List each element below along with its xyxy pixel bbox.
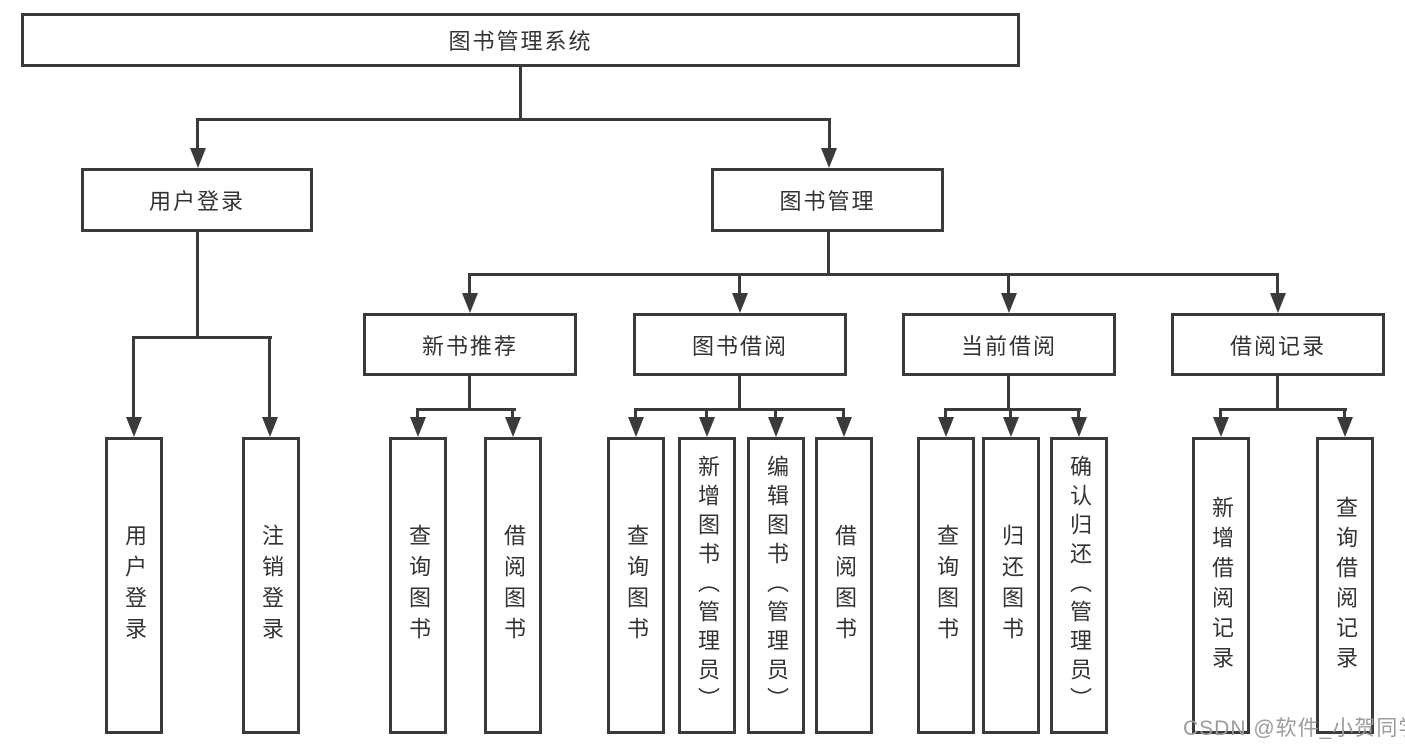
arrowhead-down-icon — [768, 417, 784, 437]
connector-line — [774, 408, 777, 418]
node-leaf-edit-books-admin: 编辑图书（管理员） — [747, 437, 805, 734]
connector-line — [1077, 408, 1080, 418]
node-leaf-logout: 注销登录 — [242, 437, 300, 734]
node-leaf-add-borrow-record: 新增借阅记录 — [1192, 437, 1250, 734]
connector-line — [944, 408, 1081, 411]
connector-line — [634, 408, 637, 418]
arrowhead-down-icon — [1071, 417, 1087, 437]
connector-line — [1009, 408, 1012, 418]
connector-line — [738, 376, 741, 408]
node-leaf-add-books-admin: 新增图书（管理员） — [678, 437, 736, 734]
connector-line — [1343, 408, 1346, 418]
connector-line — [468, 376, 471, 408]
arrowhead-down-icon — [126, 417, 142, 437]
connector-line — [1007, 376, 1010, 408]
arrowhead-down-icon — [1213, 417, 1229, 437]
connector-line — [519, 67, 522, 118]
arrowhead-down-icon — [938, 417, 954, 437]
arrowhead-down-icon — [505, 417, 521, 437]
connector-line — [827, 232, 830, 273]
arrowhead-down-icon — [190, 148, 206, 168]
node-leaf-return-books: 归还图书 — [982, 437, 1040, 734]
arrowhead-down-icon — [1270, 293, 1286, 313]
arrowhead-down-icon — [821, 148, 837, 168]
arrowhead-down-icon — [836, 417, 852, 437]
arrowhead-down-icon — [1001, 293, 1017, 313]
node-leaf-borrow-books-2: 借阅图书 — [815, 437, 873, 734]
connector-line — [468, 273, 1279, 276]
connector-line — [634, 408, 845, 411]
connector-line — [828, 118, 831, 151]
node-user-login: 用户登录 — [81, 168, 313, 232]
arrowhead-down-icon — [262, 417, 278, 437]
connector-line — [1219, 408, 1347, 411]
connector-line — [738, 273, 741, 295]
node-borrowing-records: 借阅记录 — [1171, 313, 1385, 376]
arrowhead-down-icon — [1003, 417, 1019, 437]
connector-line — [1007, 273, 1010, 295]
csdn-watermark: CSDN @软件_小贺同学 — [1183, 717, 1405, 740]
node-leaf-query-books-1: 查询图书 — [389, 437, 447, 734]
connector-line — [1219, 408, 1222, 418]
connector-line — [416, 408, 419, 418]
node-leaf-user-login: 用户登录 — [105, 437, 163, 734]
node-book-borrowing: 图书借阅 — [633, 313, 847, 376]
connector-line — [511, 408, 514, 418]
arrowhead-down-icon — [410, 417, 426, 437]
arrowhead-down-icon — [462, 293, 478, 313]
connector-line — [468, 273, 471, 295]
node-leaf-query-books-3: 查询图书 — [917, 437, 975, 734]
node-leaf-query-books-2: 查询图书 — [607, 437, 665, 734]
arrowhead-down-icon — [628, 417, 644, 437]
arrowhead-down-icon — [699, 417, 715, 437]
connector-line — [132, 336, 135, 419]
node-leaf-borrow-books-1: 借阅图书 — [484, 437, 542, 734]
node-leaf-query-borrow-record: 查询借阅记录 — [1316, 437, 1374, 734]
node-current-borrowing: 当前借阅 — [902, 313, 1116, 376]
node-library-management-system: 图书管理系统 — [21, 13, 1020, 67]
node-leaf-confirm-return-admin: 确认归还（管理员） — [1050, 437, 1108, 734]
connector-line — [944, 408, 947, 418]
connector-line — [842, 408, 845, 418]
node-new-book-recommendation: 新书推荐 — [363, 313, 577, 376]
connector-line — [197, 118, 831, 121]
node-book-management: 图书管理 — [711, 168, 944, 232]
connector-line — [132, 336, 272, 339]
connector-line — [1276, 273, 1279, 295]
connector-line — [196, 118, 199, 151]
connector-line — [416, 408, 516, 411]
arrowhead-down-icon — [1337, 417, 1353, 437]
connector-line — [268, 336, 271, 419]
connector-line — [1276, 376, 1279, 408]
connector-line — [196, 232, 199, 336]
connector-line — [705, 408, 708, 418]
arrowhead-down-icon — [732, 293, 748, 313]
